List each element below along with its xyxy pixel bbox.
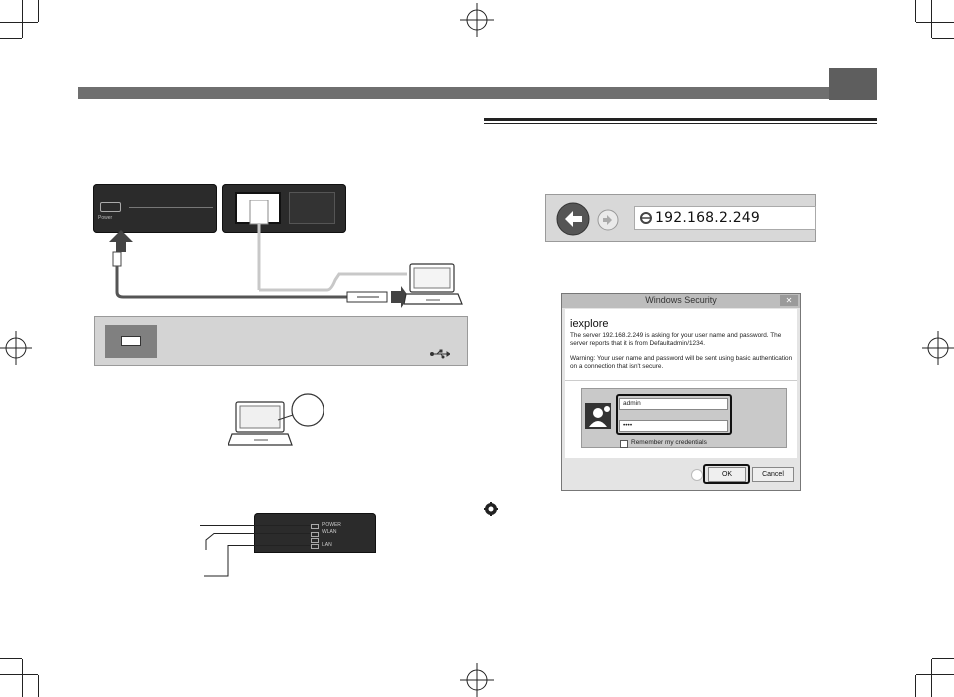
laptop-icon: [404, 263, 463, 305]
led-label-power: POWER: [322, 522, 341, 528]
device-power-side: Power: [93, 184, 217, 233]
close-button[interactable]: ✕: [780, 295, 798, 306]
back-arrow-icon[interactable]: [556, 202, 590, 236]
usb-instruction-box: [94, 316, 468, 366]
section-rule: [484, 118, 877, 121]
led-unlabeled: [311, 538, 319, 543]
url-text: 192.168.2.249: [655, 210, 761, 226]
dialog-titlebar: Windows Security ✕: [562, 294, 800, 308]
dialog-title: Windows Security: [645, 295, 717, 305]
port-cover: [289, 192, 335, 224]
led-callout-lines: [200, 525, 310, 577]
dialog-message: The server 192.168.2.249 is asking for y…: [570, 332, 782, 347]
led-label-wlan: WLAN: [322, 529, 337, 535]
led-panel: POWER WLAN LAN: [254, 513, 376, 553]
chapter-tab: [829, 68, 877, 100]
url-box[interactable]: 192.168.2.249: [634, 206, 816, 230]
browser-address-bar: 192.168.2.249: [545, 194, 816, 242]
usb-port-icon: [121, 336, 141, 346]
ie-logo-icon: [640, 212, 652, 224]
arrow-icon: [109, 230, 133, 252]
led-lan: [311, 544, 319, 549]
windows-security-dialog: Windows Security ✕ iexplore The server 1…: [561, 293, 801, 491]
dialog-divider: [565, 380, 797, 381]
dialog-warning: Warning: Your user name and password wil…: [570, 355, 793, 370]
password-field[interactable]: ••••: [619, 420, 728, 432]
remember-checkbox[interactable]: [620, 440, 628, 448]
remember-label: Remember my credentials: [631, 439, 707, 446]
usb-icon: [430, 349, 450, 359]
power-port-label: Power: [98, 215, 113, 221]
connection-diagram: [109, 200, 409, 308]
dialog-app-name: iexplore: [570, 318, 609, 330]
laptop-icon: [228, 393, 324, 446]
user-avatar-icon: [585, 403, 611, 429]
led-wlan: [311, 532, 319, 537]
device-seam: [129, 207, 213, 208]
ok-highlight: [703, 464, 750, 484]
led-label-lan: LAN: [322, 542, 332, 548]
step-callout-dot: [691, 469, 703, 481]
fields-highlight: [616, 394, 732, 435]
forward-arrow-icon[interactable]: [596, 208, 620, 232]
username-field[interactable]: admin: [619, 398, 728, 410]
section-rule-thin: [484, 123, 877, 124]
power-port: [100, 202, 121, 212]
section-header-bar: [78, 87, 877, 99]
gear-note-icon: [484, 502, 498, 516]
cancel-button[interactable]: Cancel: [752, 467, 794, 482]
usb-port-block: [105, 325, 157, 358]
led-power: [311, 524, 319, 529]
ok-button[interactable]: OK: [708, 467, 746, 482]
